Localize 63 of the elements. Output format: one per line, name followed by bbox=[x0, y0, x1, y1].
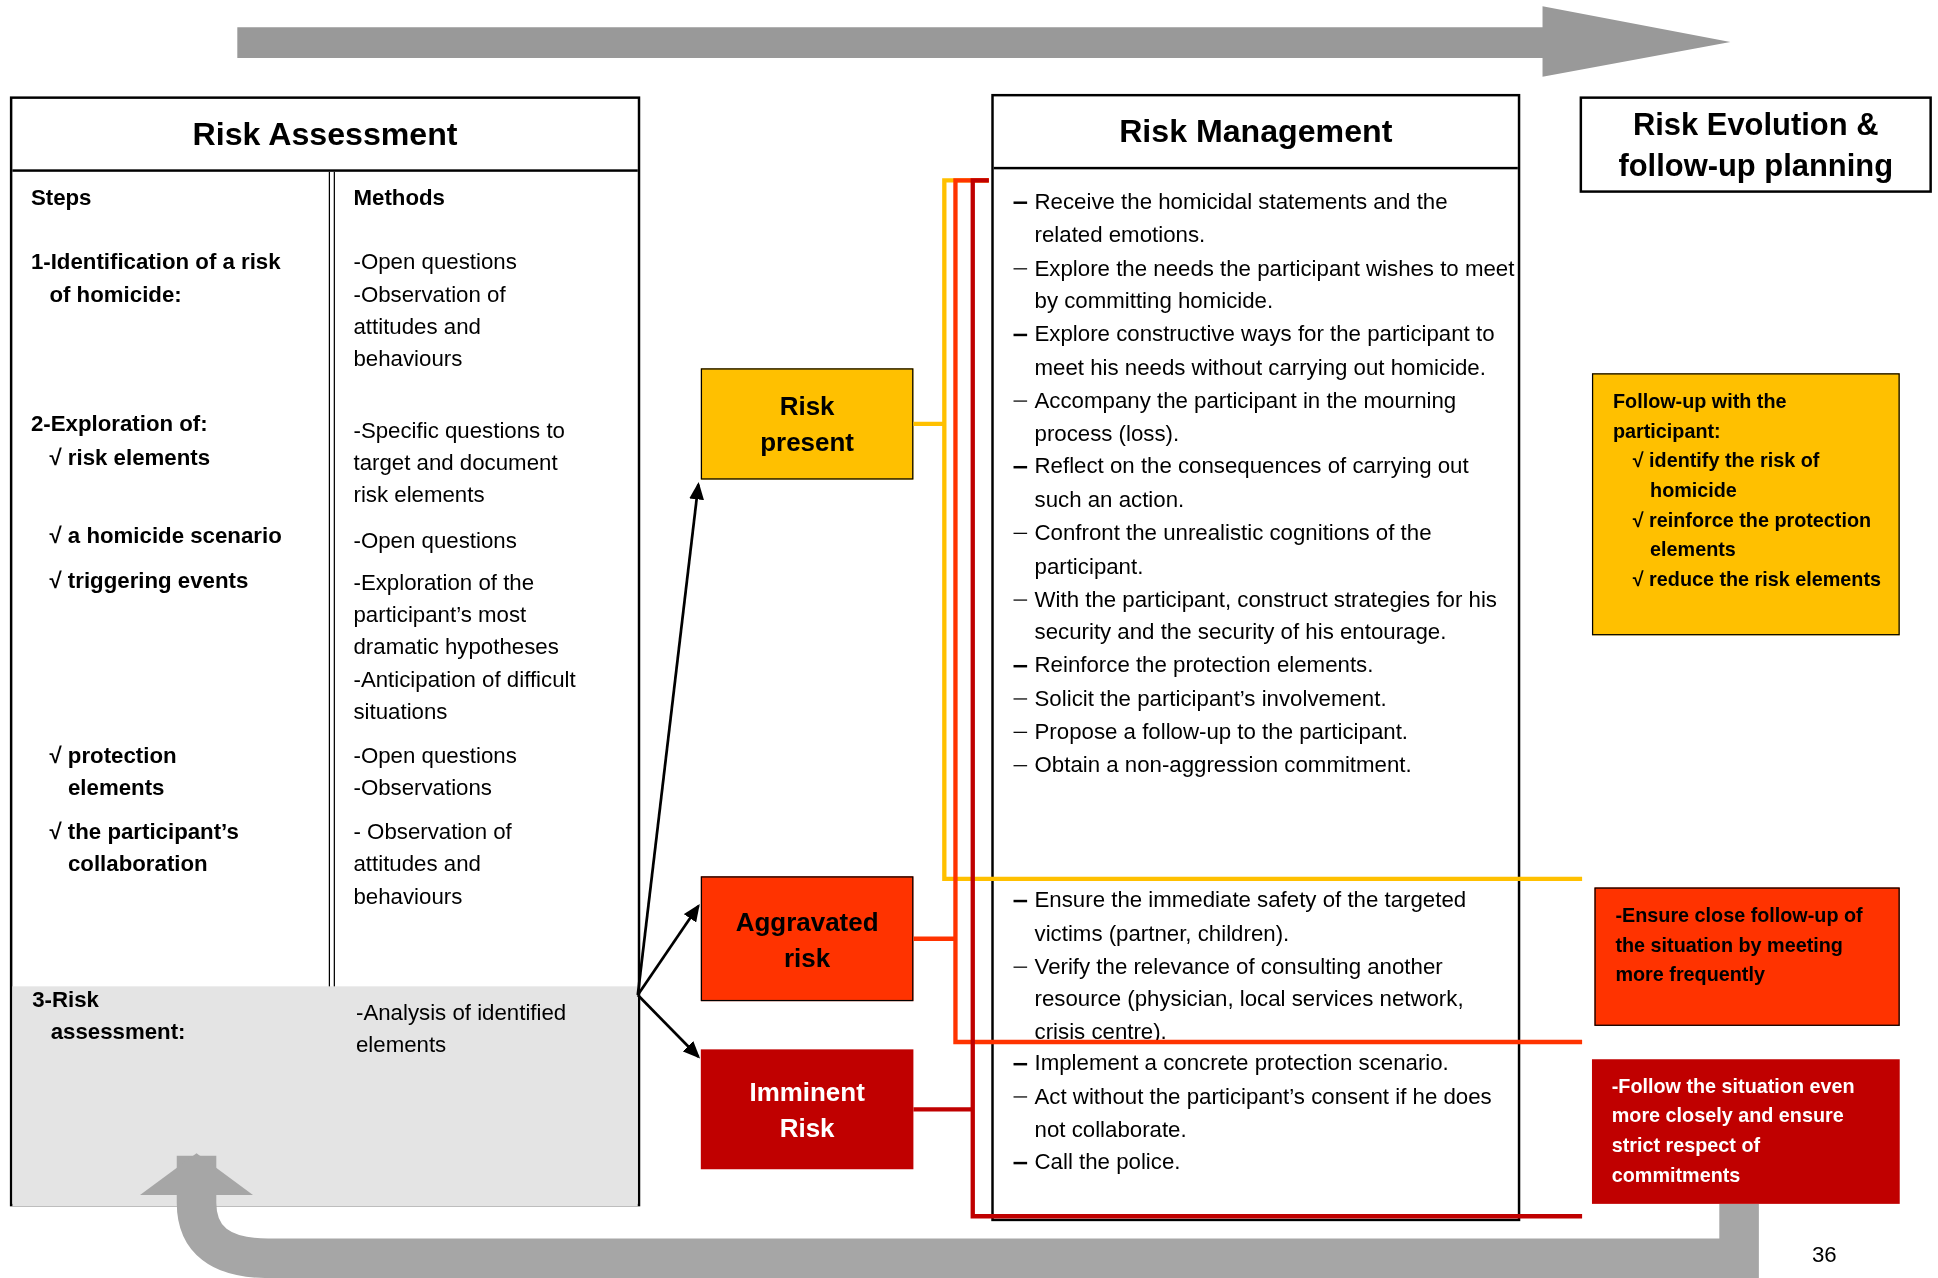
list-item: Reflect on the consequences of carrying out such an action. bbox=[993, 450, 1518, 517]
panel-title: Risk Assessment bbox=[191, 113, 459, 154]
box-text: √ reduce the risk elements bbox=[1631, 567, 1883, 592]
method-text: -Open questions bbox=[353, 248, 518, 277]
box-text: √ identify the risk of homicide bbox=[1631, 448, 1821, 503]
list-item: Accompany the participant in the mourning process (loss). bbox=[993, 384, 1518, 451]
step-text: √ a homicide scenario bbox=[49, 521, 283, 550]
list-item: Call the police. bbox=[993, 1146, 1518, 1180]
bracket-line bbox=[911, 178, 1585, 1045]
risk-level-box bbox=[700, 368, 914, 480]
risk-level-box bbox=[700, 1049, 914, 1170]
step-text: √ triggering events bbox=[49, 567, 250, 596]
step-text: Methods bbox=[353, 184, 446, 213]
block-arrow bbox=[139, 1153, 1759, 1278]
list-item: Confront the unrealistic cognitions of the participant. bbox=[993, 516, 1518, 583]
box-text: Risk present bbox=[759, 390, 855, 459]
list-item: Reinforce the protection elements. bbox=[993, 649, 1518, 683]
step-text: √ protection elements bbox=[49, 741, 178, 802]
box-text: Imminent Risk bbox=[748, 1076, 866, 1144]
follow-up-box bbox=[1594, 887, 1900, 1026]
risk-level-box bbox=[700, 876, 914, 1002]
header-text: Risk Evolution & follow-up planning bbox=[1617, 105, 1895, 185]
arrow bbox=[636, 482, 704, 996]
list-item: Ensure the immediate safety of the targeted victims (partner, children). bbox=[993, 883, 1518, 950]
step-text: Steps bbox=[30, 184, 93, 213]
panel-title: Risk Management bbox=[1118, 111, 1394, 151]
method-text: -Analysis of identified elements bbox=[355, 998, 568, 1059]
list-item: Solicit the participant’s involvement. bbox=[993, 682, 1518, 716]
list-item: Receive the homicidal statements and the related emotions. bbox=[993, 185, 1518, 252]
method-text: -Anticipation of difficult situations bbox=[353, 666, 577, 727]
step-text: √ risk elements bbox=[49, 443, 212, 472]
bracket-line bbox=[911, 178, 1585, 1219]
management-panel bbox=[991, 93, 1521, 1222]
header-box bbox=[1579, 96, 1932, 193]
box-text: Aggravated risk bbox=[734, 905, 880, 973]
method-text: -Open questions bbox=[353, 741, 518, 770]
bracket-line bbox=[911, 178, 1585, 881]
step-text: 2-Exploration of: bbox=[30, 410, 209, 439]
list-item: Act without the participant’s consent if he does not collaborate. bbox=[993, 1080, 1518, 1147]
page-number: 36 bbox=[1812, 1241, 1838, 1269]
method-text: -Observations bbox=[353, 773, 493, 802]
method-text: -Open questions bbox=[353, 526, 518, 555]
box-text: √ reinforce the protection elements bbox=[1631, 508, 1873, 562]
step-text: 1-Identification of a risk of homicide: bbox=[30, 248, 282, 309]
method-text: -Observation of attitudes and behaviours bbox=[353, 280, 507, 373]
assessment-row bbox=[12, 986, 638, 1207]
method-text: - Observation of attitudes and behaviours bbox=[353, 818, 513, 911]
method-text: -Specific questions to target and document risk elements bbox=[353, 416, 566, 509]
box-text: -Ensure close follow-up of the situation by meeting more frequently bbox=[1615, 903, 1864, 988]
follow-up-box bbox=[1591, 373, 1900, 636]
arrow bbox=[636, 903, 700, 996]
method-text: -Exploration of the participant’s most dramatic hypotheses bbox=[353, 568, 560, 661]
list-item: With the participant, construct strategies for his security and the security of his entourage. bbox=[993, 582, 1518, 650]
follow-up-box bbox=[1591, 1059, 1900, 1204]
list-item: Propose a follow-up to the participant. bbox=[993, 715, 1518, 749]
box-text: Follow-up with the participant: bbox=[1613, 389, 1788, 444]
box-text: -Follow the situation even more closely and ensure strict respect of commitments bbox=[1611, 1074, 1856, 1188]
step-text: √ the participant’s collaboration bbox=[49, 818, 240, 879]
list-item: Obtain a non-aggression commitment. bbox=[993, 748, 1518, 782]
list-item: Explore the needs the participant wishes to meet by committing homicide. bbox=[993, 251, 1518, 318]
list-item: Explore constructive ways for the participant to meet his needs without carrying out homicide. bbox=[993, 317, 1518, 385]
arrow bbox=[636, 994, 701, 1059]
assessment-panel bbox=[9, 96, 641, 1207]
